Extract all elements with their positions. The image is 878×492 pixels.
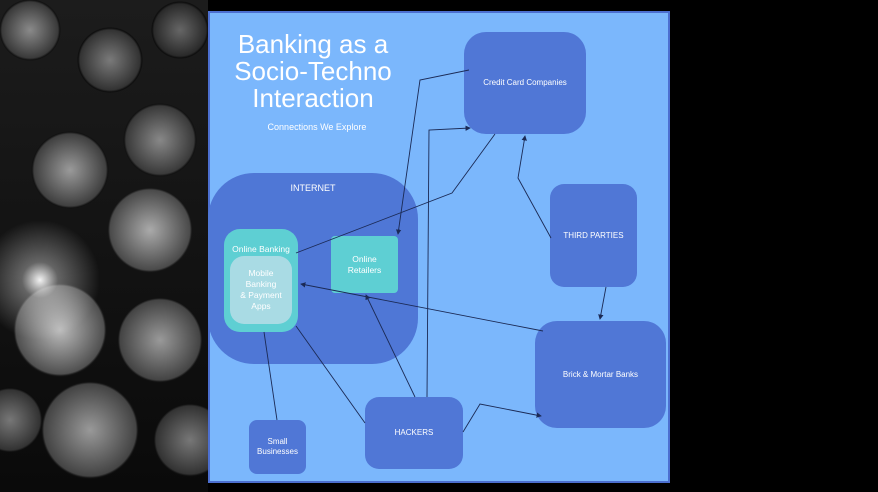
online-retailers-node: Online Retailers: [331, 236, 398, 293]
arrow-thirdparties-to-brickmortar: [598, 286, 607, 320]
small-businesses-node: Small Businesses: [249, 420, 306, 474]
brick-mortar-banks-node: Brick & Mortar Banks: [535, 321, 666, 428]
line-online-banking-to-small-business: [263, 331, 278, 421]
credit-card-companies-node: Credit Card Companies: [464, 32, 586, 134]
line-online-banking-to-hackers: [295, 325, 366, 424]
arrow-hackers-to-brickmortar: [462, 403, 542, 433]
third-parties-node: THIRD PARTIES: [550, 184, 637, 287]
arrow-brickmortar-to-online-banking: [300, 282, 544, 332]
internet-label: INTERNET: [290, 183, 336, 193]
hackers-node: HACKERS: [365, 397, 463, 469]
arrow-hackers-to-credit: [426, 125, 471, 398]
slide-subtitle: Connections We Explore: [267, 122, 367, 132]
coins-background-image: [0, 0, 208, 492]
line-credit-to-online-banking: [295, 133, 496, 254]
online-banking-label: Online Banking: [232, 244, 290, 254]
arrow-credit-to-retailers: [395, 69, 470, 235]
arrow-thirdparties-to-credit: [517, 135, 552, 239]
mobile-banking-node: Mobile Banking & Payment Apps: [230, 256, 292, 324]
slide-title: Banking as a Socio-Techno Interaction: [234, 29, 392, 113]
arrow-hackers-to-retailers: [365, 294, 416, 398]
